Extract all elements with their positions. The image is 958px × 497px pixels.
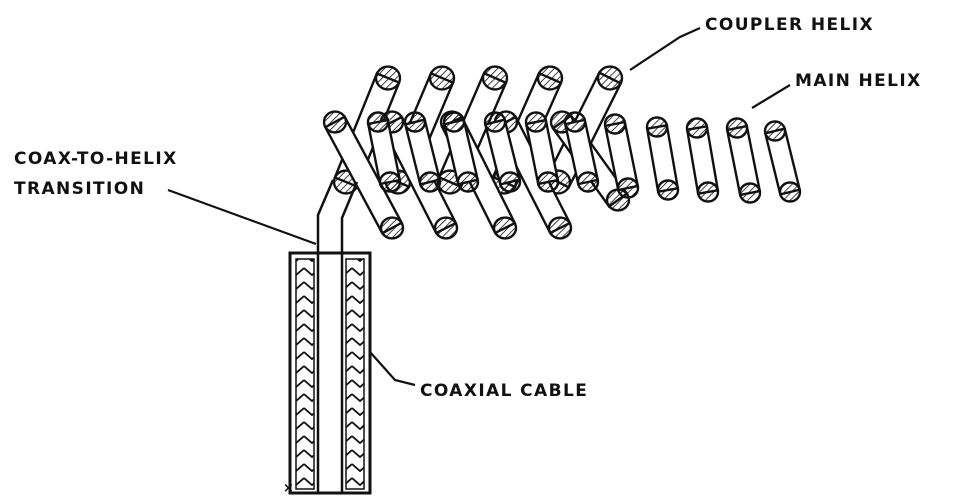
main-helix-turn <box>687 119 718 202</box>
transition-label-line2: TRANSITION <box>14 179 145 199</box>
main-helix-turn <box>647 118 678 200</box>
transition-label-line1: COAX-TO-HELIX <box>14 149 178 169</box>
main-helix-leader <box>752 85 790 108</box>
coaxial-cable-leader <box>370 352 415 385</box>
coaxial-cable: × <box>283 252 370 496</box>
coax-end-mark: × <box>283 481 295 496</box>
main-helix-turn <box>765 122 800 202</box>
leader-lines <box>168 28 790 385</box>
coax-dielectric-left <box>296 259 314 489</box>
coax-dielectric-right <box>346 259 364 489</box>
transition-leader <box>168 190 316 244</box>
main-helix-label: MAIN HELIX <box>795 71 922 91</box>
coupler-helix-label: COUPLER HELIX <box>705 15 874 35</box>
main-helix-turn <box>727 119 760 203</box>
coupler-helix-leader <box>630 28 700 70</box>
coaxial-cable-label: COAXIAL CABLE <box>420 381 588 401</box>
